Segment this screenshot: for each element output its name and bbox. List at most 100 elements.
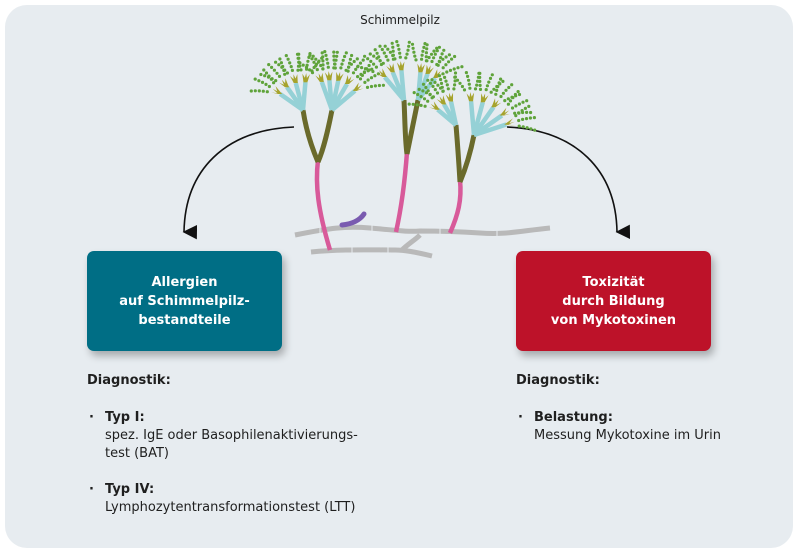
spore xyxy=(426,99,430,103)
spore xyxy=(397,47,401,51)
bullet: · xyxy=(89,410,94,425)
spore xyxy=(288,61,292,65)
spore xyxy=(430,78,434,82)
spore xyxy=(383,44,387,48)
metula xyxy=(399,69,407,101)
spore xyxy=(529,110,533,115)
phialide xyxy=(433,101,440,110)
bullet: · xyxy=(518,410,523,425)
spore xyxy=(382,51,386,55)
spore xyxy=(316,60,320,64)
spore xyxy=(444,79,448,83)
spore xyxy=(494,92,498,96)
spore xyxy=(280,65,284,69)
spore xyxy=(354,67,358,71)
spore xyxy=(355,57,359,61)
spore xyxy=(467,82,471,86)
spore xyxy=(315,68,319,72)
spore xyxy=(321,67,325,71)
spore xyxy=(332,58,336,62)
spore xyxy=(325,57,329,61)
left-arrow xyxy=(182,126,295,240)
spore xyxy=(442,48,446,52)
spore xyxy=(344,51,348,55)
phialide xyxy=(345,78,355,85)
spore xyxy=(378,44,382,48)
spore xyxy=(356,65,360,69)
spore xyxy=(413,54,417,58)
spore xyxy=(321,55,325,59)
spore xyxy=(517,118,521,123)
spore xyxy=(501,91,505,95)
spore xyxy=(390,41,394,45)
metula xyxy=(300,81,308,111)
spore xyxy=(333,62,337,66)
spore xyxy=(266,75,271,79)
spore xyxy=(286,57,290,61)
spore xyxy=(421,82,426,86)
spore xyxy=(527,104,531,108)
spore xyxy=(363,80,367,84)
spore xyxy=(436,63,440,67)
spore xyxy=(439,81,444,85)
spore xyxy=(424,91,429,95)
spore xyxy=(464,71,468,75)
spore xyxy=(517,92,522,97)
spore xyxy=(360,66,364,70)
spore xyxy=(478,75,482,79)
spore xyxy=(405,52,409,56)
spore xyxy=(298,61,302,65)
spore xyxy=(421,89,425,93)
spore xyxy=(478,87,483,91)
phialide xyxy=(352,88,364,91)
spore xyxy=(388,50,392,54)
spore xyxy=(369,84,374,89)
phialide xyxy=(469,92,475,102)
spore xyxy=(511,96,515,100)
spore xyxy=(283,68,287,72)
spore xyxy=(333,66,337,70)
phialide xyxy=(327,71,333,81)
spore xyxy=(525,99,529,103)
spore xyxy=(373,84,377,88)
spore xyxy=(423,104,427,108)
spore xyxy=(440,52,444,56)
spore xyxy=(435,49,439,53)
spore xyxy=(339,66,343,70)
spore xyxy=(424,55,428,59)
spore xyxy=(298,64,302,68)
spore xyxy=(326,61,330,65)
allergy-box-line: Allergien xyxy=(151,274,218,290)
spore xyxy=(499,77,503,81)
spore xyxy=(384,54,388,59)
spore xyxy=(504,88,508,92)
spore xyxy=(410,42,415,46)
spore xyxy=(393,57,397,61)
allergy-box-line: bestandteile xyxy=(138,312,231,328)
spore xyxy=(506,97,510,101)
bullet: · xyxy=(89,482,94,497)
spore xyxy=(501,79,505,83)
spore xyxy=(513,111,517,115)
spore xyxy=(312,60,316,64)
spore xyxy=(426,78,430,82)
spore xyxy=(407,102,411,106)
spore xyxy=(367,68,371,72)
spore xyxy=(508,99,513,103)
phialide xyxy=(499,113,511,116)
item-text: Messung Mykotoxine im Urin xyxy=(534,428,721,443)
metula xyxy=(448,101,459,126)
spore xyxy=(446,87,450,91)
spore xyxy=(320,51,324,55)
spore xyxy=(453,79,457,83)
spore xyxy=(492,87,496,91)
phialide xyxy=(425,67,434,74)
diagnostics-heading: Diagnostik: xyxy=(516,373,600,388)
spore xyxy=(514,114,518,118)
spore xyxy=(369,59,373,64)
spore xyxy=(431,95,435,99)
spore xyxy=(435,46,439,50)
spore xyxy=(257,89,261,93)
spore xyxy=(332,50,336,54)
phialide xyxy=(293,74,298,83)
